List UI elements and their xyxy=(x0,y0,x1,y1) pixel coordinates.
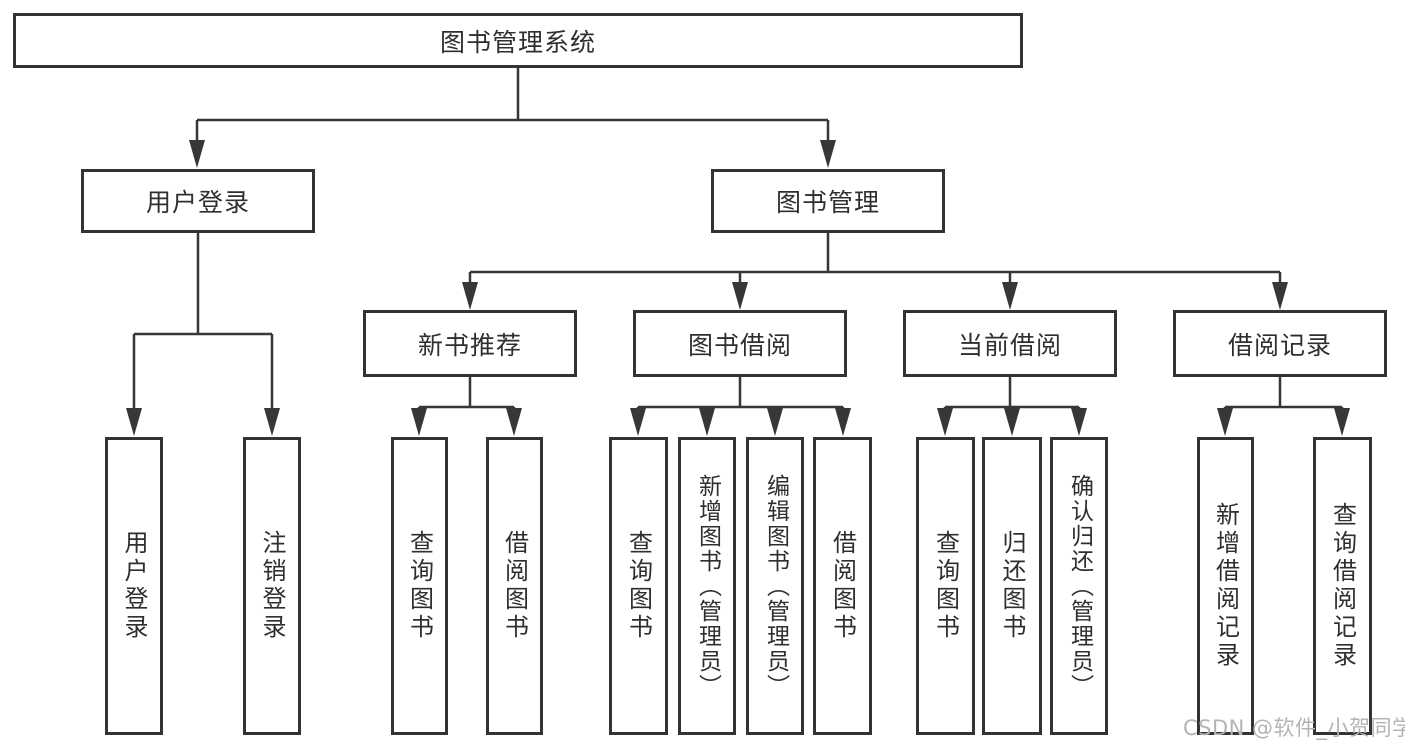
arrowhead xyxy=(1071,408,1087,436)
leaf-borrow-books-borrowing: 借阅图书 xyxy=(813,437,872,735)
leaf-edit-books-admin: 编辑图书（管理员） xyxy=(746,437,804,735)
arrowhead xyxy=(1272,282,1288,310)
arrowhead xyxy=(820,140,836,168)
node-current-borrowing: 当前借阅 xyxy=(903,310,1117,377)
leaf-borrow-books-recommend: 借阅图书 xyxy=(486,437,543,735)
leaf-return-books: 归还图书 xyxy=(982,437,1042,735)
leaf-user-login: 用户登录 xyxy=(105,437,163,735)
leaf-add-books-admin: 新增图书（管理员） xyxy=(678,437,736,735)
leaf-query-books-recommend: 查询图书 xyxy=(391,437,448,735)
arrowhead xyxy=(699,408,715,436)
leaf-label: 编辑图书（管理员） xyxy=(762,473,789,699)
leaf-label: 新增图书（管理员） xyxy=(694,473,721,699)
node-new-book-recommendation: 新书推荐 xyxy=(363,310,577,377)
leaf-label: 查询图书 xyxy=(931,530,960,642)
node-book-borrowing: 图书借阅 xyxy=(633,310,847,377)
leaf-label: 注销登录 xyxy=(258,530,286,642)
node-user-login: 用户登录 xyxy=(81,169,315,233)
arrowhead xyxy=(1004,408,1020,436)
arrowhead xyxy=(506,408,522,436)
leaf-label: 用户登录 xyxy=(120,530,148,642)
leaf-label: 借阅图书 xyxy=(828,530,857,642)
arrowhead xyxy=(732,282,748,310)
leaf-label: 查询图书 xyxy=(624,530,653,642)
node-borrowing-records: 借阅记录 xyxy=(1173,310,1387,377)
leaf-label: 查询图书 xyxy=(405,530,434,642)
leaf-label: 归还图书 xyxy=(998,530,1026,642)
arrowhead xyxy=(767,408,783,436)
leaf-label: 借阅图书 xyxy=(500,530,529,642)
leaf-label: 新增借阅记录 xyxy=(1211,502,1240,670)
arrowhead xyxy=(937,408,953,436)
arrowhead xyxy=(411,408,427,436)
csdn-watermark: CSDN @软件_小贺同学 xyxy=(1183,716,1405,740)
arrowhead xyxy=(264,408,280,436)
node-book-management: 图书管理 xyxy=(711,169,945,233)
leaf-add-borrow-record: 新增借阅记录 xyxy=(1197,437,1254,735)
leaf-query-books-current: 查询图书 xyxy=(916,437,975,735)
leaf-confirm-return-admin: 确认归还（管理员） xyxy=(1050,437,1108,735)
arrowhead xyxy=(1002,282,1018,310)
leaf-query-borrow-record: 查询借阅记录 xyxy=(1313,437,1372,735)
leaf-label: 确认归还（管理员） xyxy=(1066,473,1093,699)
node-root-library-management-system: 图书管理系统 xyxy=(13,13,1023,68)
arrowhead xyxy=(189,140,205,168)
leaf-label: 查询借阅记录 xyxy=(1328,502,1357,670)
arrowhead xyxy=(1334,408,1350,436)
arrowhead xyxy=(1217,408,1233,436)
arrowhead xyxy=(630,408,646,436)
arrowhead xyxy=(462,282,478,310)
arrowhead xyxy=(126,408,142,436)
arrowhead xyxy=(835,408,851,436)
leaf-query-books-borrowing: 查询图书 xyxy=(609,437,668,735)
leaf-logout: 注销登录 xyxy=(243,437,301,735)
